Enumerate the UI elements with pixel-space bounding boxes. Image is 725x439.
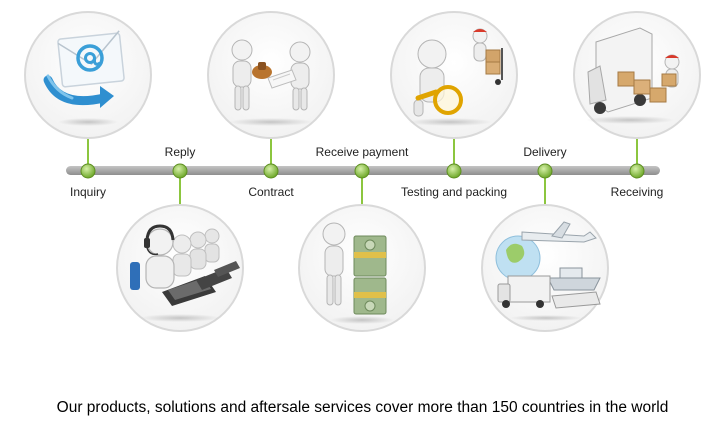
node-testing-packing	[446, 163, 462, 179]
node-inquiry	[80, 163, 96, 179]
step-label-reply: Reply	[164, 145, 196, 159]
call-center-icon	[116, 204, 244, 332]
email-icon	[24, 11, 152, 139]
node-receive-payment	[354, 163, 370, 179]
delivery-truck-icon	[573, 11, 701, 139]
step-label-receiving: Receiving	[610, 185, 664, 199]
handshake-contract-icon	[207, 11, 335, 139]
step-label-testing-packing: Testing and packing	[400, 185, 508, 199]
money-stack-icon	[298, 204, 426, 332]
timeline-nodes	[80, 163, 645, 179]
transport-vehicles-icon	[481, 204, 609, 332]
node-receiving	[629, 163, 645, 179]
step-label-delivery: Delivery	[523, 145, 567, 159]
node-delivery	[537, 163, 553, 179]
node-contract	[263, 163, 279, 179]
step-label-contract: Contract	[248, 185, 294, 199]
footer-caption: Our products, solutions and aftersale se…	[56, 399, 669, 416]
step-label-inquiry: Inquiry	[69, 185, 107, 199]
step-label-receive-payment: Receive payment	[315, 145, 409, 159]
node-reply	[172, 163, 188, 179]
magnifier-inspection-icon	[390, 11, 518, 139]
